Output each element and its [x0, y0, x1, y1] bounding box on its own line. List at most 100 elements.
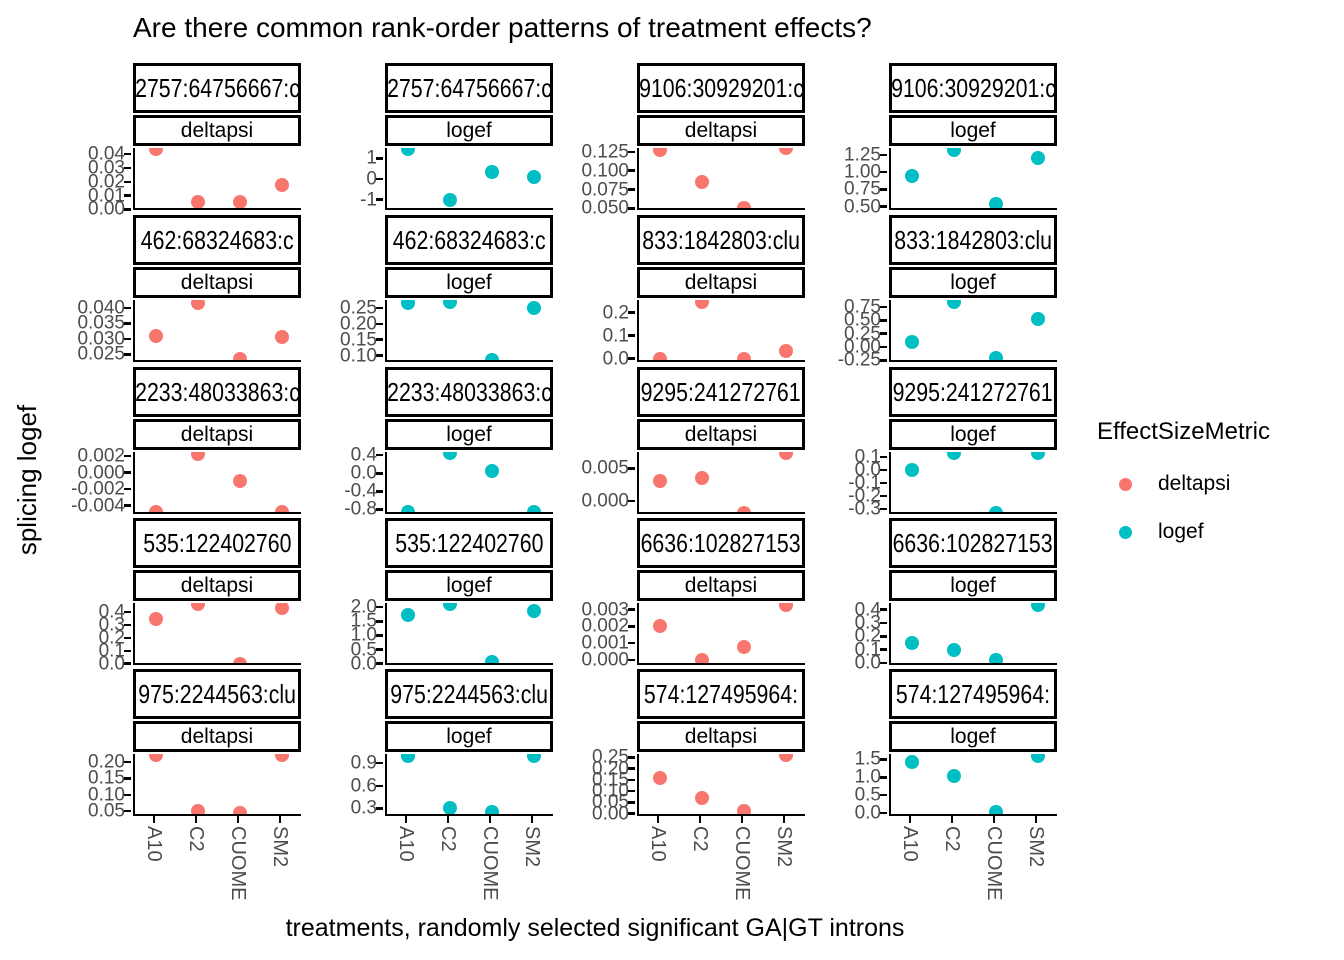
- x-tick-label: A10: [647, 826, 669, 862]
- data-point-deltapsi: [695, 471, 709, 486]
- y-tick-label: 0.002: [581, 615, 629, 637]
- y-tick-mark: [124, 777, 131, 780]
- facet-strip-intron: 462:68324683:c: [133, 215, 301, 265]
- y-tick-mark: [880, 758, 887, 761]
- y-tick-label: -0.002: [71, 478, 125, 500]
- data-point-deltapsi: [275, 177, 289, 192]
- y-tick-label: 0.000: [581, 490, 629, 512]
- y-tick-mark: [124, 322, 131, 325]
- y-tick-label: 0.1: [98, 640, 125, 662]
- data-point-logef: [485, 164, 499, 179]
- facet-strip-metric: logef: [889, 721, 1057, 752]
- data-point-logef: [527, 169, 541, 184]
- facet-metric-label: deltapsi: [684, 422, 758, 446]
- y-tick-mark: [124, 337, 131, 340]
- facet-strip-metric: logef: [385, 267, 553, 298]
- y-tick-mark: [880, 305, 887, 309]
- facet-metric-label: logef: [950, 573, 996, 597]
- y-tick-label: 0.75: [844, 178, 881, 200]
- data-point-deltapsi: [653, 351, 667, 360]
- data-point-logef: [947, 148, 961, 158]
- facet-intron-label: 574:127495964:: [643, 678, 799, 709]
- y-tick-label: 0.00: [592, 803, 629, 825]
- y-tick-mark: [628, 641, 635, 645]
- y-tick-mark: [880, 661, 887, 665]
- data-point-deltapsi: [275, 603, 289, 616]
- facet-panel: [637, 452, 805, 514]
- y-tick-mark: [124, 208, 131, 211]
- data-point-logef: [1031, 754, 1045, 763]
- y-tick-label: -0.2: [848, 485, 881, 507]
- facet-metric-label: logef: [446, 118, 492, 142]
- x-tick-mark: [908, 816, 912, 823]
- y-tick-mark: [376, 322, 383, 326]
- y-tick-mark: [376, 354, 383, 357]
- data-point-deltapsi: [191, 300, 205, 311]
- y-tick-mark: [376, 648, 383, 651]
- y-tick-mark: [124, 793, 131, 797]
- x-tick-mark: [194, 816, 198, 823]
- facet-intron-label: 535:122402760: [394, 527, 544, 558]
- facet-intron-label: 2757:64756667:c: [386, 72, 552, 103]
- facet-panel: [889, 148, 1057, 210]
- facet-strip-intron: 833:1842803:clu: [889, 215, 1057, 265]
- data-point-deltapsi: [779, 452, 793, 461]
- facet-metric-label: deltapsi: [180, 118, 254, 142]
- y-tick-label: 1: [366, 147, 377, 169]
- data-point-logef: [905, 168, 919, 183]
- data-point-deltapsi: [737, 201, 751, 208]
- y-tick-label: 0.030: [77, 328, 125, 350]
- facet-strip-intron: 833:1842803:clu: [637, 215, 805, 265]
- y-tick-mark: [124, 180, 131, 183]
- facet-panel: [133, 148, 301, 210]
- data-point-deltapsi: [695, 300, 709, 310]
- y-tick-mark: [376, 338, 383, 341]
- data-point-logef: [443, 452, 457, 461]
- y-tick-label: 0.0: [854, 802, 881, 824]
- y-tick-mark: [880, 481, 887, 485]
- y-tick-mark: [628, 499, 635, 503]
- facet-intron-label: 2233:48033863:c: [386, 376, 552, 407]
- y-tick-label: 0.035: [77, 312, 125, 334]
- facet-strip-intron: 975:2244563:clu: [133, 669, 301, 719]
- data-point-logef: [527, 504, 541, 512]
- data-point-logef: [989, 350, 1003, 360]
- facet-strip-intron: 2233:48033863:c: [133, 367, 301, 417]
- x-tick-mark: [992, 816, 996, 823]
- facet-strip-metric: deltapsi: [133, 419, 301, 450]
- data-point-logef: [989, 653, 1003, 663]
- x-tick-label: C2: [185, 826, 207, 852]
- y-tick-label: 0.2: [98, 627, 125, 649]
- data-point-deltapsi: [737, 351, 751, 360]
- x-tick-label: A10: [395, 826, 417, 862]
- y-tick-label: 0.5: [854, 784, 881, 806]
- y-tick-mark: [628, 767, 635, 770]
- facet-strip-metric: deltapsi: [637, 267, 805, 298]
- facet-strip-metric: deltapsi: [133, 267, 301, 298]
- x-tick-label: A10: [143, 826, 165, 862]
- y-tick-label: 0.1: [854, 446, 881, 468]
- y-tick-mark: [628, 778, 635, 782]
- facet-metric-label: logef: [446, 573, 492, 597]
- facet-metric-label: logef: [446, 270, 492, 294]
- data-point-deltapsi: [695, 175, 709, 190]
- data-point-deltapsi: [653, 619, 667, 634]
- facet-strip-metric: deltapsi: [133, 570, 301, 601]
- y-tick-label: 0.6: [350, 775, 377, 797]
- y-tick-mark: [628, 207, 635, 210]
- y-tick-label: 0.0: [602, 348, 629, 370]
- y-tick-mark: [628, 801, 635, 804]
- y-tick-label: 0.15: [88, 767, 125, 789]
- data-point-deltapsi: [275, 754, 289, 762]
- y-tick-mark: [376, 761, 383, 765]
- facet-strip-intron: 9295:241272761: [637, 367, 805, 417]
- y-tick-label: 0.003: [581, 599, 629, 621]
- y-tick-mark: [124, 487, 131, 491]
- data-point-deltapsi: [233, 473, 247, 488]
- facet-strip-metric: deltapsi: [637, 721, 805, 752]
- facet-strip-intron: 462:68324683:c: [385, 215, 553, 265]
- x-tick-mark: [152, 816, 156, 823]
- facet-intron-label: 2233:48033863:c: [134, 376, 300, 407]
- x-tick-mark: [656, 816, 660, 823]
- facet-metric-label: deltapsi: [684, 118, 758, 142]
